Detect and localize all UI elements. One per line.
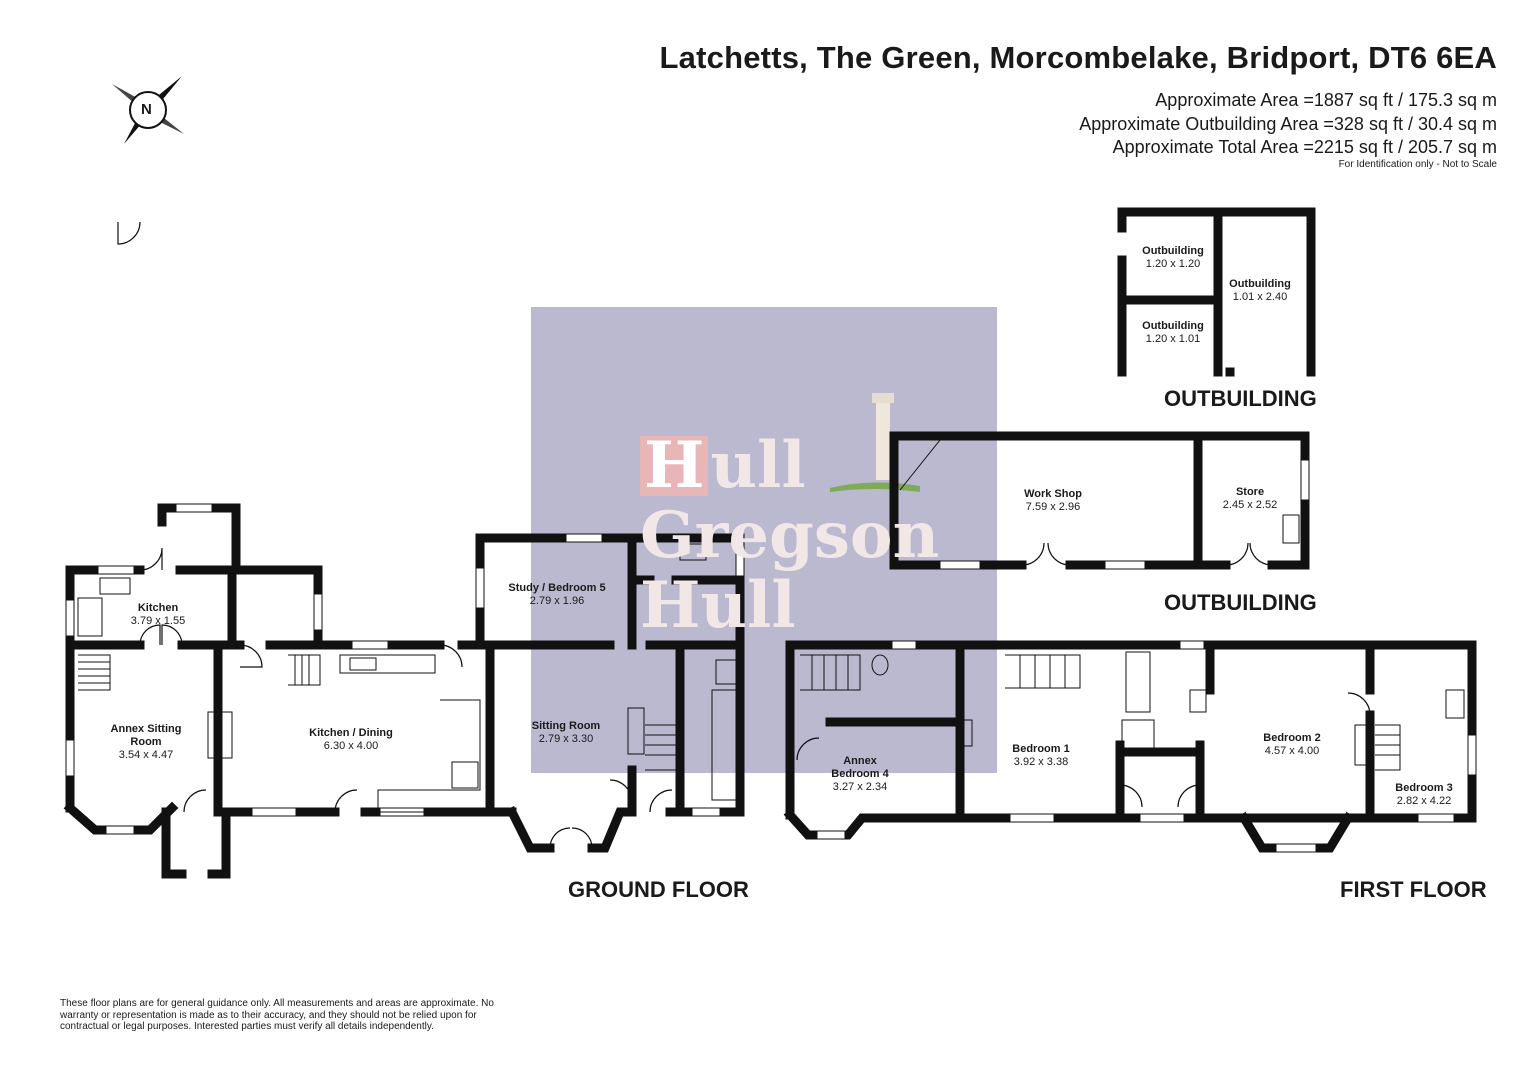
compass-icon xyxy=(112,76,184,144)
area-line-3: Approximate Total Area =2215 sq ft / 205… xyxy=(1112,137,1497,157)
watermark-line-3: Hull xyxy=(640,568,796,643)
door-swings xyxy=(117,221,1371,849)
scale-note: For Identification only - Not to Scale xyxy=(1338,159,1497,170)
outbuilding-label-small: OUTBUILDING xyxy=(1164,386,1317,411)
area-line-1: Approximate Area =1887 sq ft / 175.3 sq … xyxy=(1155,90,1497,110)
first-floor-label: FIRST FLOOR xyxy=(1340,877,1487,902)
stairs xyxy=(78,439,1401,771)
area-line-2: Approximate Outbuilding Area =328 sq ft … xyxy=(1079,114,1497,134)
outbuilding-label-large: OUTBUILDING xyxy=(1164,590,1317,615)
fixtures xyxy=(77,514,1465,813)
compass-label: N xyxy=(141,101,152,118)
windows xyxy=(65,459,1477,853)
small-outbuilding-walls xyxy=(1117,207,1316,377)
watermark-line-1: Hull xyxy=(640,434,806,498)
page-title: Latchetts, The Green, Morcombelake, Brid… xyxy=(659,40,1497,75)
large-outbuilding-walls xyxy=(889,431,1310,570)
disclaimer-text: These floor plans are for general guidan… xyxy=(60,998,494,1032)
ground-floor-label: GROUND FLOOR xyxy=(568,877,749,902)
watermark-line-2: Gregson xyxy=(640,498,940,573)
